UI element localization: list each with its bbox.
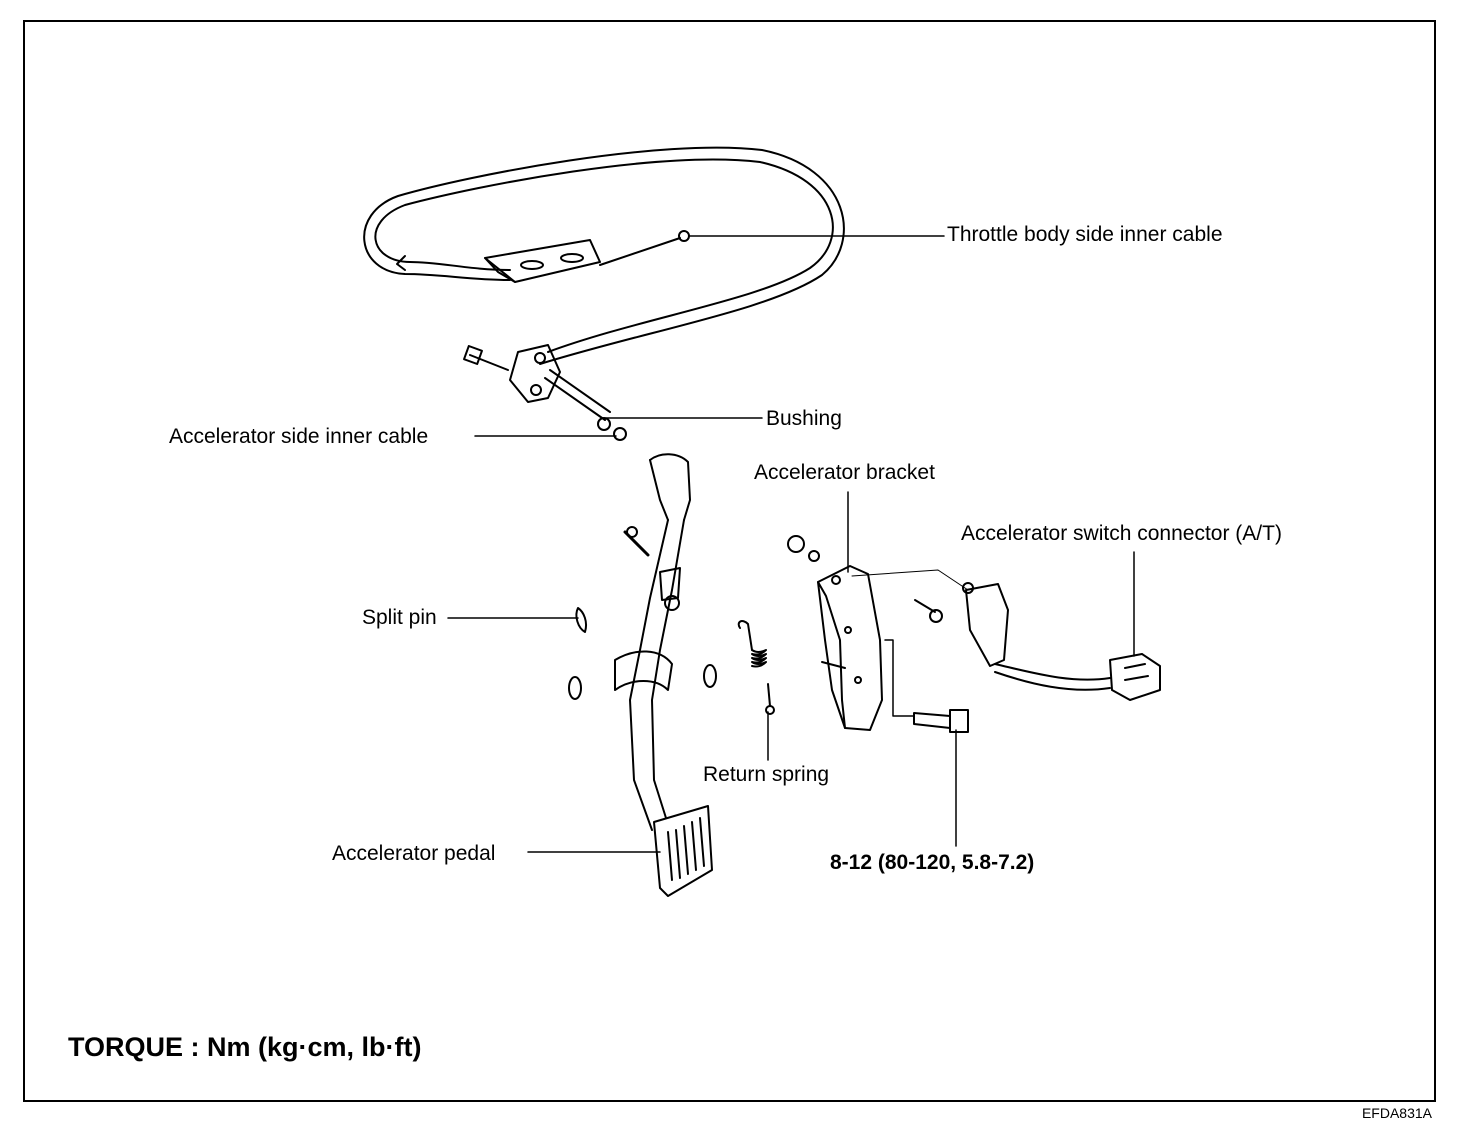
split-pin-shape bbox=[575, 607, 588, 633]
accelerator-bracket-shape bbox=[817, 565, 883, 731]
return-spring-label: Return spring bbox=[703, 763, 830, 786]
accelerator-side-cable-label: Accelerator side inner cable bbox=[169, 425, 429, 448]
bracket-washer bbox=[808, 550, 820, 562]
bushing-label: Bushing bbox=[766, 407, 842, 430]
diagram-frame bbox=[23, 20, 1436, 1102]
accelerator-pedal-pad bbox=[653, 805, 713, 897]
leader-lines bbox=[447, 235, 1135, 853]
return-spring-shape bbox=[737, 620, 775, 715]
accelerator-pedal-arm bbox=[614, 453, 691, 831]
accelerator-cable bbox=[363, 146, 845, 365]
stopper-bolt bbox=[914, 599, 936, 613]
split-pin-label: Split pin bbox=[362, 606, 437, 629]
bracket-mounting-bolt bbox=[913, 709, 969, 733]
cable-bracket-plate bbox=[484, 239, 601, 283]
accelerator-switch-assembly bbox=[962, 582, 1161, 701]
accelerator-bracket-label: Accelerator bracket bbox=[754, 461, 935, 484]
figure-code: EFDA831A bbox=[1361, 1105, 1432, 1121]
torque-note: TORQUE : Nm (kg·cm, lb·ft) bbox=[68, 1032, 422, 1062]
washer-left bbox=[568, 676, 582, 700]
accelerator-pedal-label: Accelerator pedal bbox=[332, 842, 496, 865]
bracket-nut bbox=[787, 535, 805, 553]
stopper-bolt-head bbox=[929, 609, 943, 623]
throttle-cable-label: Throttle body side inner cable bbox=[947, 223, 1223, 246]
switch-connector-label: Accelerator switch connector (A/T) bbox=[961, 522, 1282, 545]
washer-right bbox=[703, 664, 717, 688]
torque-value-label: 8-12 (80-120, 5.8-7.2) bbox=[830, 851, 1035, 874]
accelerator-side-fitting bbox=[463, 344, 627, 441]
